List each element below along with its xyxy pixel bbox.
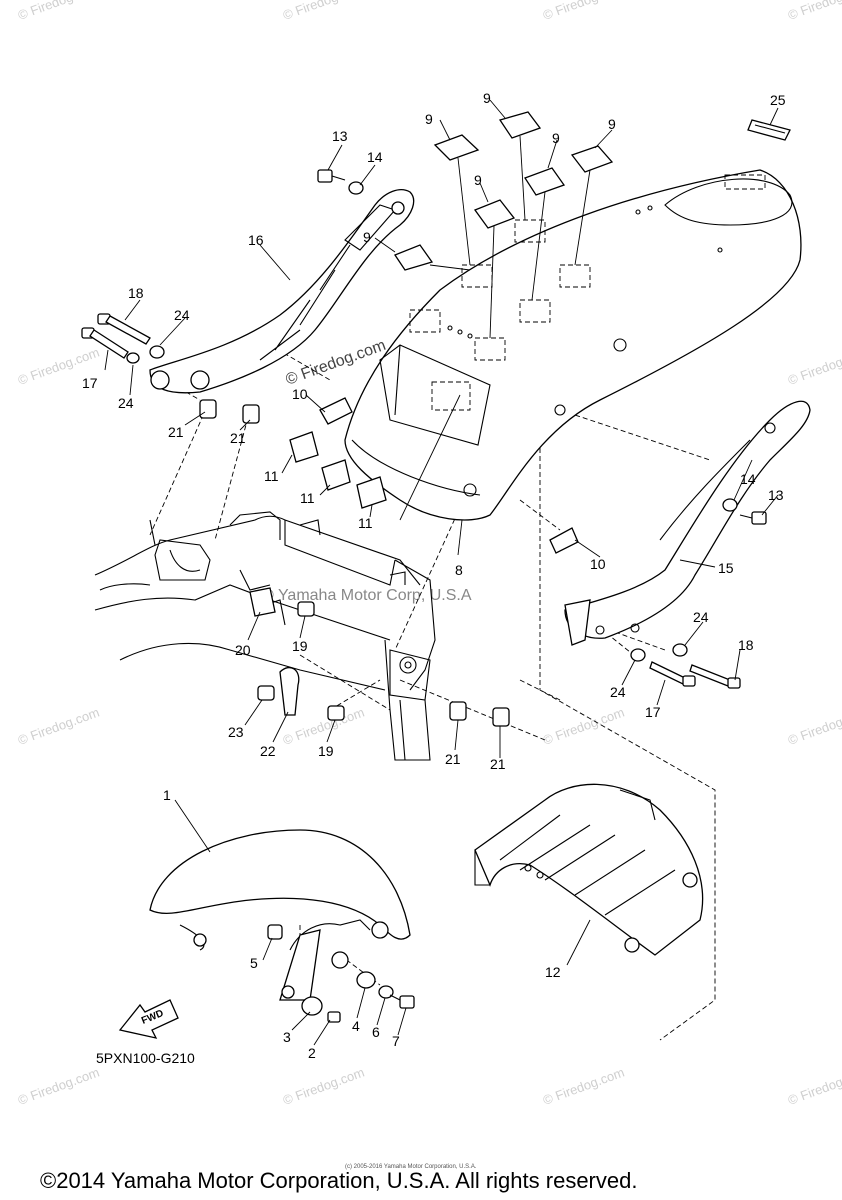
callout-12: 12	[545, 964, 561, 980]
callout-16: 16	[248, 232, 264, 248]
callout-18: 18	[128, 285, 144, 301]
watermark: © Firedog.com	[786, 1064, 842, 1107]
callout-19: 19	[292, 638, 308, 654]
watermark: © Firedog.com	[541, 0, 626, 23]
watermark: © Firedog.com	[786, 0, 842, 23]
small-copyright: (c) 2005-2016 Yamaha Motor Corporation, …	[345, 1164, 477, 1170]
watermark: © Firedog.com	[281, 0, 366, 23]
callout-8: 8	[455, 562, 463, 578]
callout-24b: 24	[118, 395, 134, 411]
watermark: © Firedog.com	[16, 704, 101, 747]
callout-2: 2	[308, 1045, 316, 1061]
callout-19b: 19	[318, 743, 334, 759]
callout-6: 6	[372, 1024, 380, 1040]
front-fender	[149, 829, 415, 1023]
callout-1: 1	[163, 787, 171, 803]
pads-9	[394, 111, 614, 339]
callout-14b: 14	[740, 471, 756, 487]
watermark: © Firedog.com	[16, 1064, 101, 1107]
callout-9f: 9	[363, 229, 371, 245]
callout-11b: 11	[300, 490, 315, 506]
copyright-footer: ©2014 Yamaha Motor Corporation, U.S.A. A…	[40, 1168, 637, 1193]
label-25	[747, 119, 791, 141]
rear-fender	[344, 169, 802, 521]
watermark: © Firedog.com	[786, 344, 842, 387]
watermark: © Firedog.com	[541, 1064, 626, 1107]
callout-24c: 24	[693, 609, 709, 625]
callout-5: 5	[250, 955, 258, 971]
callout-20: 20	[235, 642, 251, 658]
grab-bar-15	[564, 400, 811, 646]
callout-23: 23	[228, 724, 244, 740]
watermark-layer: © Firedog.com © Firedog.com © Firedog.co…	[16, 0, 842, 1108]
callout-21d: 21	[490, 756, 506, 772]
watermark: © Firedog.com	[16, 0, 101, 23]
callout-9c: 9	[552, 130, 560, 146]
callout-17b: 17	[645, 704, 661, 720]
frame-drawing	[94, 511, 436, 761]
callout-9d: 9	[608, 116, 616, 132]
callout-24: 24	[174, 307, 190, 323]
callout-10: 10	[292, 386, 308, 402]
callout-9e: 9	[474, 172, 482, 188]
callout-9b: 9	[483, 90, 491, 106]
pads-11	[289, 431, 387, 509]
callout-25: 25	[770, 92, 786, 108]
callout-11c: 11	[358, 515, 373, 531]
callout-21b: 21	[230, 430, 246, 446]
callout-15: 15	[718, 560, 734, 576]
callout-9: 9	[425, 111, 433, 127]
leader-lines	[104, 99, 779, 1046]
callout-13: 13	[332, 128, 348, 144]
callout-4: 4	[352, 1018, 360, 1034]
callout-11: 11	[264, 468, 279, 484]
watermark-center-corp: © Yamaha Motor Corp, U.S.A	[262, 587, 472, 604]
fwd-arrow: FWD	[118, 999, 179, 1039]
callout-labels: 1 2 3 4 5 6 7 8 9 9 9 9 9 9 10 10 11 11 …	[82, 90, 786, 1061]
callout-22: 22	[260, 743, 276, 759]
callout-18b: 18	[738, 637, 754, 653]
callout-14: 14	[367, 149, 383, 165]
flap-12	[474, 783, 704, 956]
callout-7: 7	[392, 1033, 400, 1049]
callout-10b: 10	[590, 556, 606, 572]
callout-13b: 13	[768, 487, 784, 503]
grab-bar-16	[149, 189, 415, 394]
part-code: 5PXN100-G210	[96, 1050, 195, 1066]
callout-17: 17	[82, 375, 98, 391]
callout-3: 3	[283, 1029, 291, 1045]
fasteners	[81, 169, 767, 727]
callout-21: 21	[168, 424, 184, 440]
watermark: © Firedog.com	[281, 1064, 366, 1107]
callout-21c: 21	[445, 751, 461, 767]
watermark: © Firedog.com	[786, 704, 842, 747]
callout-24d: 24	[610, 684, 626, 700]
watermark: © Firedog.com	[541, 704, 626, 747]
